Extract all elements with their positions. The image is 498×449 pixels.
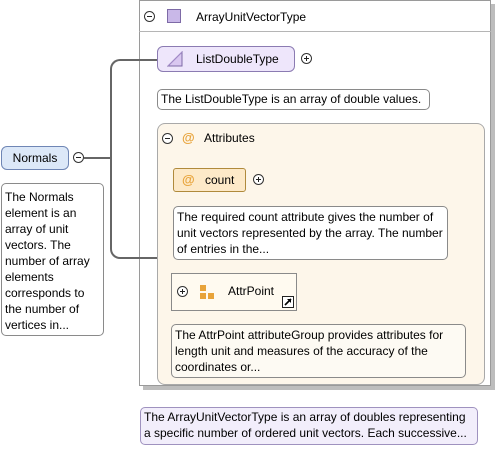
count-attribute-name: count: [205, 173, 235, 187]
root-element-box[interactable]: [1, 146, 69, 170]
list-type-expand-toggle[interactable]: [301, 53, 312, 64]
reference-arrow-icon[interactable]: [282, 296, 294, 308]
attrpoint-name: AttrPoint: [228, 284, 275, 298]
lilac-square-icon: [167, 9, 181, 23]
attrpoint-expand-toggle[interactable]: [177, 286, 188, 297]
count-attribute-expand-toggle[interactable]: [253, 174, 264, 185]
attrpoint-documentation: The AttrPoint attributeGroup provides at…: [171, 324, 466, 378]
type-documentation: The ArrayUnitVectorType is an array of d…: [140, 407, 478, 445]
connector-branch: [110, 59, 158, 259]
attribute-group-squares-icon: [199, 284, 215, 300]
at-sign-icon: @: [182, 130, 195, 145]
type-name: ArrayUnitVectorType: [196, 10, 307, 24]
list-type-name: ListDoubleType: [196, 52, 279, 66]
attributes-label: Attributes: [204, 131, 255, 145]
attributes-collapse-toggle[interactable]: [162, 133, 173, 144]
at-sign-icon: @: [182, 172, 195, 187]
count-attribute-box[interactable]: [173, 168, 246, 192]
connector-horizontal: [84, 157, 111, 159]
type-header-divider: [139, 31, 491, 32]
root-element-documentation: The Normals element is an array of unit …: [1, 183, 104, 336]
root-element-collapse-toggle[interactable]: [73, 152, 84, 163]
root-element-name: Normals: [12, 151, 58, 165]
list-type-documentation: The ListDoubleType is an array of double…: [157, 89, 430, 110]
triangle-list-icon: [166, 50, 183, 67]
count-attribute-documentation: The required count attribute gives the n…: [173, 206, 448, 260]
attrpoint-box[interactable]: [171, 273, 297, 311]
type-collapse-toggle[interactable]: [144, 11, 155, 22]
